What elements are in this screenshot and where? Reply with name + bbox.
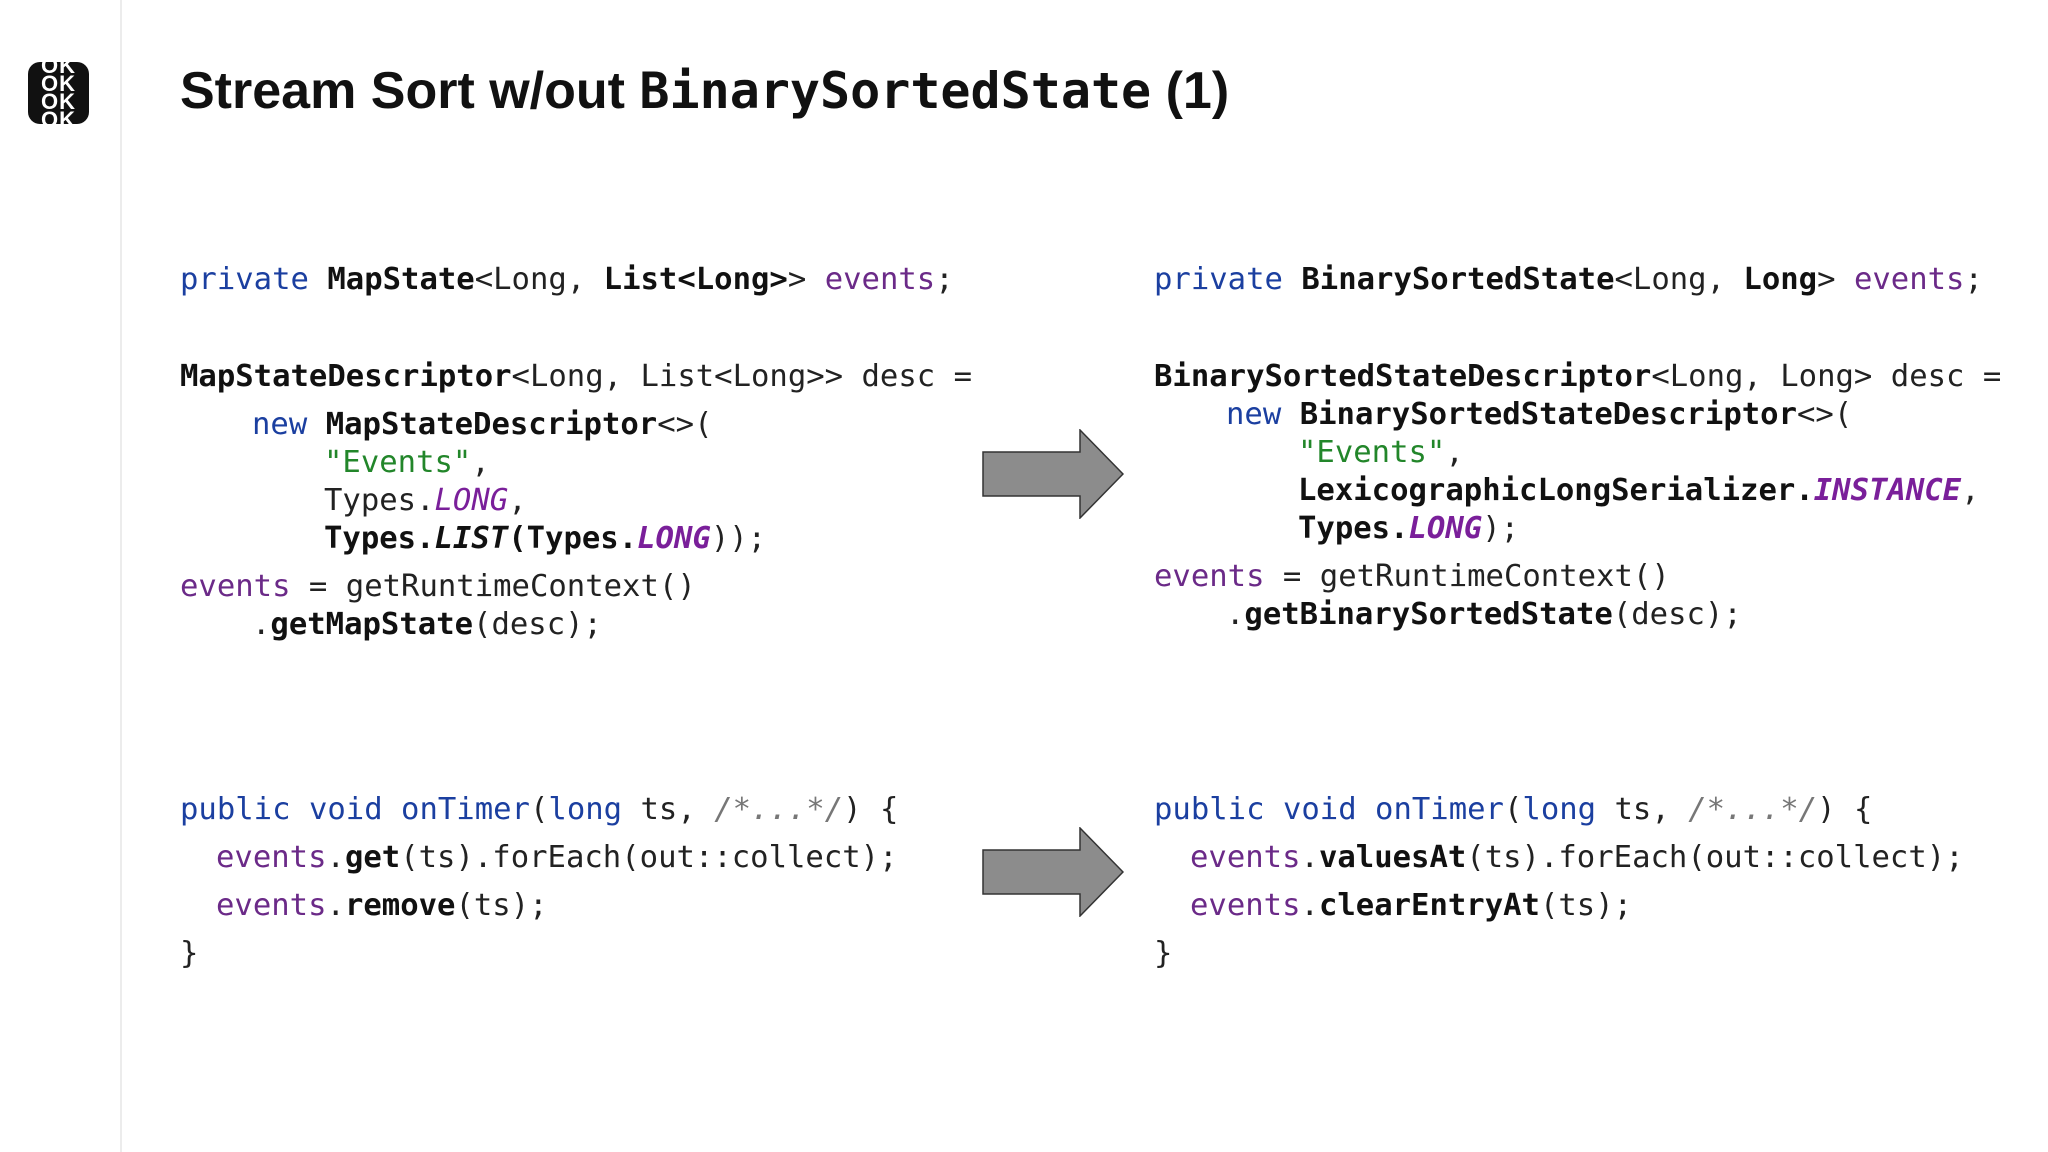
right-ontimer-clearentry-line: events.clearEntryAt(ts);	[1190, 888, 1633, 923]
right-assign-line: events = getRuntimeContext()	[1154, 559, 1670, 594]
right-ontimer-close: }	[1154, 936, 1173, 971]
logo-line: OK	[41, 71, 76, 96]
left-descriptor-arg-key: Types.LONG,	[324, 483, 527, 518]
logo-line: OK	[41, 107, 76, 125]
right-arrow-icon	[982, 429, 1124, 519]
right-descriptor-line: BinarySortedStateDescriptor<Long, Long> …	[1154, 359, 2002, 394]
ok-logo: OK OK OK OK	[28, 62, 89, 124]
logo-line: OK	[41, 89, 76, 114]
right-assign-method: .getBinarySortedState(desc);	[1226, 597, 1742, 632]
left-assign-line: events = getRuntimeContext()	[180, 569, 696, 604]
right-ontimer-valuesat-line: events.valuesAt(ts).forEach(out::collect…	[1190, 840, 1964, 875]
left-descriptor-line: MapStateDescriptor<Long, List<Long>> des…	[180, 359, 973, 394]
left-ontimer-remove-line: events.remove(ts);	[216, 888, 548, 923]
right-descriptor-arg-serializer: LexicographicLongSerializer.INSTANCE,	[1298, 473, 1980, 508]
left-descriptor-arg-name: "Events",	[324, 445, 490, 480]
title-text: Stream Sort w/out	[180, 62, 640, 120]
right-descriptor-new: new BinarySortedStateDescriptor<>(	[1226, 397, 1853, 432]
title-mono: BinarySortedState	[639, 62, 1152, 120]
logo-line: OK	[41, 62, 76, 78]
left-assign-method: .getMapState(desc);	[252, 607, 602, 642]
right-state-declaration: private BinarySortedState<Long, Long> ev…	[1154, 262, 1983, 297]
right-descriptor-arg-value: Types.LONG);	[1298, 511, 1520, 546]
title-suffix: (1)	[1151, 62, 1230, 120]
left-descriptor-arg-value: Types.LIST(Types.LONG));	[324, 521, 767, 556]
left-ontimer-get-line: events.get(ts).forEach(out::collect);	[216, 840, 898, 875]
slide-title: Stream Sort w/out BinarySortedState (1)	[180, 58, 1229, 124]
left-state-declaration: private MapState<Long, List<Long>> event…	[180, 262, 954, 297]
left-ontimer-signature: public void onTimer(long ts, /*...*/) {	[180, 792, 899, 827]
sidebar-divider	[120, 0, 122, 1152]
right-arrow-icon	[982, 827, 1124, 917]
right-descriptor-arg-name: "Events",	[1298, 435, 1464, 470]
left-ontimer-close: }	[180, 936, 199, 971]
right-ontimer-signature: public void onTimer(long ts, /*...*/) {	[1154, 792, 1873, 827]
left-descriptor-new: new MapStateDescriptor<>(	[252, 407, 713, 442]
